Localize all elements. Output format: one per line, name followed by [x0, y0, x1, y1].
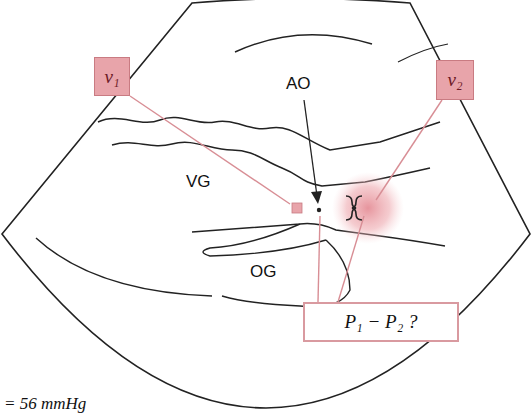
velocity-box: v₁ [94, 57, 130, 96]
aortic-valve [346, 196, 356, 220]
box-text: P₁ − P₂ ? [345, 311, 418, 333]
structure-label: VG [186, 172, 211, 192]
leader-line [338, 216, 364, 302]
mitral-leaflet [203, 224, 326, 256]
left-atrium-wall [222, 240, 350, 307]
structure-label: OG [250, 262, 276, 282]
result-note: = 56 mmHg [4, 394, 86, 414]
aortic-valve [352, 196, 362, 220]
leader-line [318, 216, 320, 302]
box-text: v₁ [104, 66, 119, 88]
posterior-wall [36, 238, 212, 296]
leader-line [130, 96, 290, 204]
arrow-head [311, 191, 322, 204]
ultrasound-sector [2, 0, 530, 408]
flow-jet [332, 172, 404, 244]
chest-wall-arc [235, 35, 372, 52]
measure-point [317, 208, 321, 212]
leader-line [376, 100, 442, 200]
velocity-box: v₂ [436, 60, 474, 100]
sample-square [292, 203, 302, 213]
pointer-arrow [304, 100, 317, 196]
structure-label: AO [286, 74, 311, 94]
pressure-box: P₁ − P₂ ? [303, 302, 459, 342]
box-text: v₂ [447, 69, 462, 91]
